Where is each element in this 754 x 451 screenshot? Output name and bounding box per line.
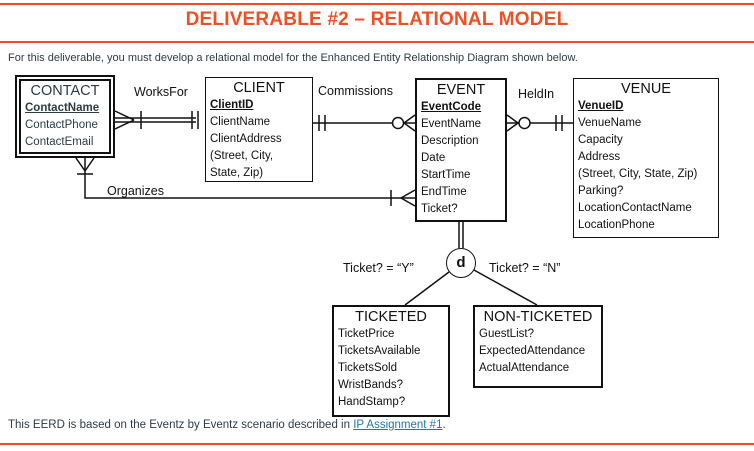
condition-ticket-no: Ticket? = “N” (489, 261, 561, 275)
commissions-connector (313, 114, 416, 132)
attribute: WristBands? (338, 379, 403, 391)
attribute: LocationContactName (578, 202, 692, 214)
heldin-connector (506, 114, 573, 132)
relationship-label-organizes: Organizes (107, 184, 164, 198)
attribute: State, Zip) (210, 167, 264, 179)
attribute: TicketsAvailable (338, 345, 421, 357)
key-attribute: ContactName (25, 102, 100, 114)
attribute: Address (578, 151, 621, 163)
entity-non-ticketed: NON-TICKETED GuestList? ExpectedAttendanc… (473, 305, 603, 388)
footer-note: This EERD is based on the Eventz by Even… (8, 419, 446, 431)
attribute: ContactPhone (25, 119, 98, 131)
relationship-label-worksfor: WorksFor (134, 85, 188, 99)
attribute: GuestList? (479, 328, 534, 340)
attribute: (Street, City, (210, 150, 274, 162)
attribute: EventName (421, 118, 482, 130)
attribute: ActualAttendance (479, 362, 570, 374)
attribute: StartTime (421, 169, 471, 181)
footer-text-after: . (442, 419, 446, 431)
ip-assignment-link[interactable]: IP Assignment #1 (353, 419, 443, 431)
attribute: Date (421, 152, 446, 164)
attribute: Ticket? (421, 203, 458, 215)
attribute: ClientName (210, 116, 271, 128)
footer-text-before: This EERD is based on the Eventz by Even… (8, 419, 354, 431)
attribute: Description (421, 135, 479, 147)
relationship-label-commissions: Commissions (318, 84, 394, 98)
attribute: EndTime (421, 186, 467, 198)
entity-non-ticketed-title: NON-TICKETED (483, 309, 593, 325)
attribute: ExpectedAttendance (479, 345, 586, 357)
entity-contact-title: CONTACT (30, 83, 100, 99)
key-attribute: EventCode (421, 101, 482, 113)
disjoint-d-circle: d (446, 248, 476, 278)
relationship-label-heldin: HeldIn (518, 87, 555, 101)
key-attribute: ClientID (210, 99, 254, 111)
attribute: TicketPrice (338, 328, 395, 340)
attribute: ClientAddress (210, 133, 282, 145)
entity-venue-title: VENUE (621, 81, 671, 97)
attribute: VenueName (578, 117, 642, 129)
entity-ticketed-title: TICKETED (355, 309, 427, 325)
condition-ticket-yes: Ticket? = “Y” (343, 261, 414, 275)
entity-event-title: EVENT (436, 82, 486, 98)
attribute: LocationPhone (578, 219, 655, 231)
worksfor-connector (114, 110, 199, 130)
entity-client-title: CLIENT (233, 80, 285, 96)
attribute: TicketsSold (338, 362, 398, 374)
page-title: DELIVERABLE #2 – RELATIONAL MODEL (185, 9, 569, 30)
attribute: (Street, City, State, Zip) (578, 168, 698, 180)
title-bottom-rule (0, 41, 754, 43)
bottom-rule (0, 443, 754, 445)
key-attribute: VenueID (578, 100, 624, 112)
attribute: Parking? (578, 185, 624, 197)
attribute: ContactEmail (25, 136, 94, 148)
attribute: Capacity (578, 134, 623, 146)
intro-text: For this deliverable, you must develop a… (8, 52, 578, 64)
top-rule (0, 3, 754, 5)
attribute: HandStamp? (338, 396, 406, 408)
